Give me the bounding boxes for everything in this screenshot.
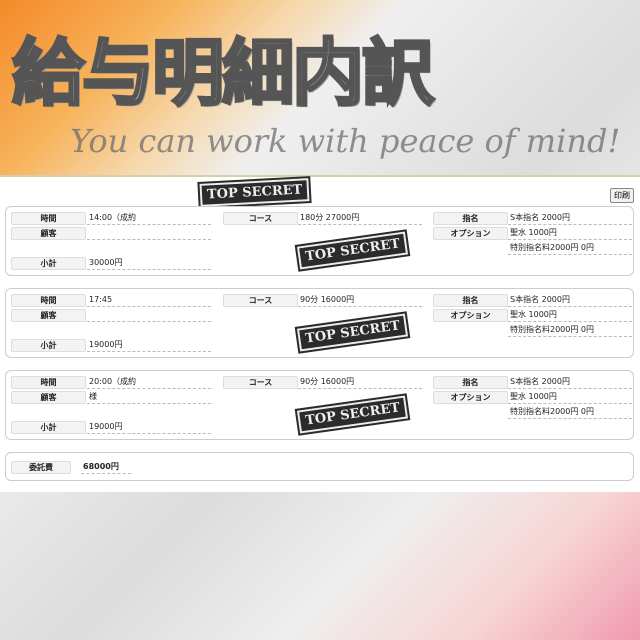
nomination-value: S本指名 2000円 bbox=[508, 294, 632, 307]
course-value: 90分 16000円 bbox=[298, 376, 422, 389]
course-label: コース bbox=[223, 376, 298, 389]
payslip-panel: 印刷 TOP SECRET 時間 14:00（成約 顧客 小計 30000円 コ… bbox=[0, 175, 640, 492]
time-label: 時間 bbox=[11, 212, 86, 225]
special-nomination-value: 特別指名料2000円 0円 bbox=[508, 324, 632, 337]
work-record: 時間 14:00（成約 顧客 小計 30000円 コース 180分 27000円… bbox=[5, 206, 634, 276]
subtotal-value: 19000円 bbox=[87, 421, 211, 434]
work-record: 時間 20:00（成約 顧客 様 小計 19000円 コース 90分 16000… bbox=[5, 370, 634, 440]
time-value: 17:45 bbox=[87, 294, 211, 307]
nomination-value: S本指名 2000円 bbox=[508, 376, 632, 389]
option-value: 聖水 1000円 bbox=[508, 391, 632, 404]
option-label: オプション bbox=[433, 309, 508, 322]
option-label: オプション bbox=[433, 227, 508, 240]
option-value: 聖水 1000円 bbox=[508, 227, 632, 240]
option-value: 聖水 1000円 bbox=[508, 309, 632, 322]
top-secret-stamp: TOP SECRET bbox=[294, 392, 411, 437]
customer-value: 様 bbox=[87, 391, 211, 404]
time-label: 時間 bbox=[11, 294, 86, 307]
customer-value bbox=[87, 309, 211, 322]
work-record: 時間 17:45 顧客 小計 19000円 コース 90分 16000円 指名 … bbox=[5, 288, 634, 358]
customer-label: 顧客 bbox=[11, 309, 86, 322]
commission-row: 委託費 68000円 bbox=[5, 452, 634, 481]
nomination-label: 指名 bbox=[433, 212, 508, 225]
subtotal-value: 30000円 bbox=[87, 257, 211, 270]
top-secret-stamp: TOP SECRET bbox=[197, 175, 312, 210]
time-value: 20:00（成約 bbox=[87, 376, 211, 389]
commission-value: 68000円 bbox=[81, 461, 131, 474]
option-label: オプション bbox=[433, 391, 508, 404]
subtotal-label: 小計 bbox=[11, 257, 86, 270]
nomination-value: S本指名 2000円 bbox=[508, 212, 632, 225]
top-secret-stamp: TOP SECRET bbox=[294, 310, 411, 355]
customer-value bbox=[87, 227, 211, 240]
tagline-watermark: You can work with peace of mind! bbox=[70, 122, 621, 160]
customer-label: 顧客 bbox=[11, 391, 86, 404]
course-value: 90分 16000円 bbox=[298, 294, 422, 307]
special-nomination-value: 特別指名料2000円 0円 bbox=[508, 242, 632, 255]
time-value: 14:00（成約 bbox=[87, 212, 211, 225]
subtotal-label: 小計 bbox=[11, 339, 86, 352]
commission-label: 委託費 bbox=[11, 461, 71, 474]
time-label: 時間 bbox=[11, 376, 86, 389]
subtotal-label: 小計 bbox=[11, 421, 86, 434]
course-label: コース bbox=[223, 212, 298, 225]
subtotal-value: 19000円 bbox=[87, 339, 211, 352]
special-nomination-value: 特別指名料2000円 0円 bbox=[508, 406, 632, 419]
nomination-label: 指名 bbox=[433, 376, 508, 389]
nomination-label: 指名 bbox=[433, 294, 508, 307]
customer-label: 顧客 bbox=[11, 227, 86, 240]
top-secret-stamp: TOP SECRET bbox=[294, 228, 411, 273]
course-value: 180分 27000円 bbox=[298, 212, 422, 225]
page-title: 給与明細内訳 bbox=[10, 30, 435, 117]
print-button[interactable]: 印刷 bbox=[610, 188, 634, 203]
course-label: コース bbox=[223, 294, 298, 307]
